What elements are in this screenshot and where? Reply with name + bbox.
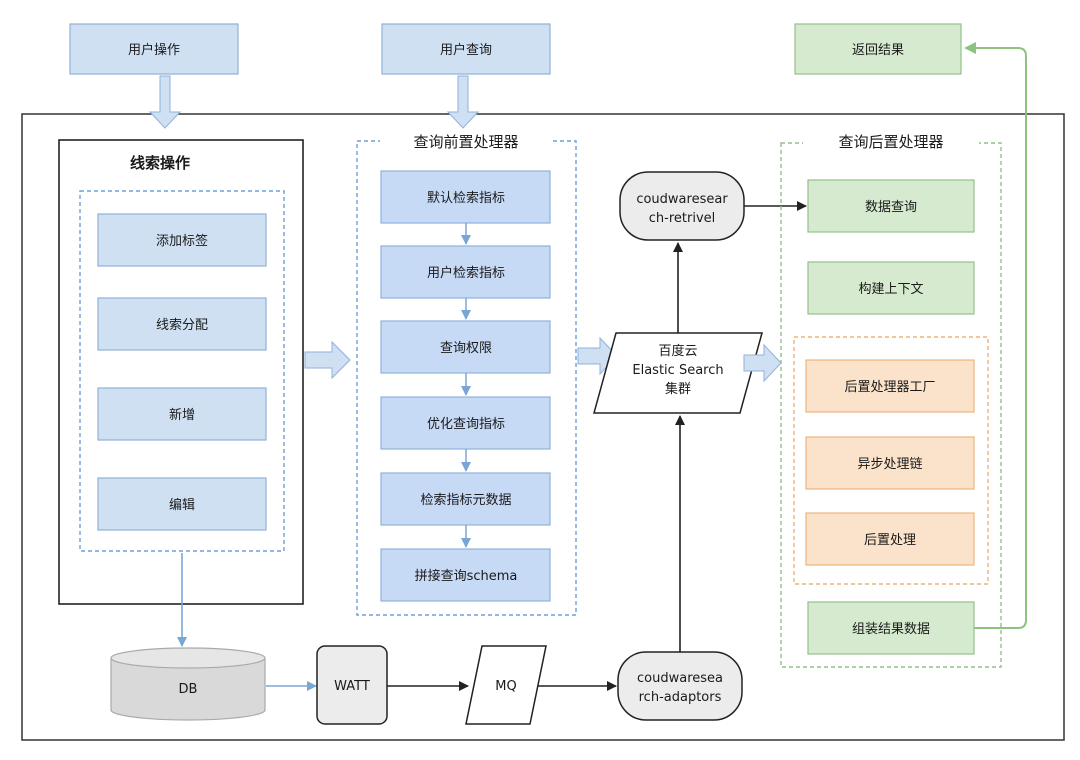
mq-queue: MQ xyxy=(465,645,547,725)
post-item-context: 构建上下文 xyxy=(807,261,975,315)
svg-text:ch-retrivel: ch-retrivel xyxy=(649,211,716,226)
svg-text:异步处理链: 异步处理链 xyxy=(857,457,922,472)
svg-text:拼接查询schema: 拼接查询schema xyxy=(415,568,518,584)
pre-item-user-metrics: 用户检索指标 xyxy=(380,245,551,299)
post-item-assemble: 组装结果数据 xyxy=(807,601,975,655)
flow-arrows xyxy=(386,201,807,691)
post-inner-factory: 后置处理器工厂 xyxy=(805,359,975,413)
svg-text:添加标签: 添加标签 xyxy=(156,233,208,249)
post-processor-group xyxy=(780,142,1002,668)
svg-text:DB: DB xyxy=(179,682,198,697)
user-ops-box: 用户操作 xyxy=(69,23,239,75)
down-arrow-icon xyxy=(148,75,182,129)
svg-text:后置处理器工厂: 后置处理器工厂 xyxy=(844,380,935,395)
db-cylinder: DB xyxy=(110,647,266,721)
svg-text:编辑: 编辑 xyxy=(169,498,195,513)
pre-item-default-metrics: 默认检索指标 xyxy=(380,170,551,224)
svg-text:用户检索指标: 用户检索指标 xyxy=(427,265,505,281)
post-item-data-query: 数据查询 xyxy=(807,179,975,233)
pre-item-permission: 查询权限 xyxy=(380,320,551,374)
svg-text:检索指标元数据: 检索指标元数据 xyxy=(420,493,511,508)
return-arrow xyxy=(964,42,1027,629)
clue-item-assign: 线索分配 xyxy=(97,297,267,351)
adaptors-node: coudwaresea rch-adaptors xyxy=(617,651,743,721)
pre-processor-group xyxy=(356,140,577,616)
post-inner-async-chain: 异步处理链 xyxy=(805,436,975,490)
right-arrow-icon xyxy=(304,340,351,380)
svg-text:数据查询: 数据查询 xyxy=(865,200,917,215)
svg-text:线索分配: 线索分配 xyxy=(156,318,208,333)
clue-item-add-tag: 添加标签 xyxy=(97,213,267,267)
svg-text:默认检索指标: 默认检索指标 xyxy=(427,190,505,206)
clue-panel xyxy=(58,139,304,605)
pre-item-schema: 拼接查询schema xyxy=(380,548,551,602)
watt-node: WATT xyxy=(316,645,388,725)
svg-text:集群: 集群 xyxy=(665,381,691,397)
svg-text:Elastic Search: Elastic Search xyxy=(632,363,723,378)
user-query-label: 用户查询 xyxy=(440,42,492,58)
svg-text:组装结果数据: 组装结果数据 xyxy=(852,622,930,637)
clue-dashed-group xyxy=(79,190,285,552)
clue-panel-title: 线索操作 xyxy=(130,154,190,172)
post-inner-postprocess: 后置处理 xyxy=(805,512,975,566)
system-frame xyxy=(21,113,1065,741)
return-result-label: 返回结果 xyxy=(852,43,904,58)
svg-text:百度云: 百度云 xyxy=(658,343,697,359)
pre-item-metadata: 检索指标元数据 xyxy=(380,472,551,526)
svg-text:优化查询指标: 优化查询指标 xyxy=(427,417,505,432)
clue-item-edit: 编辑 xyxy=(97,477,267,531)
svg-text:构建上下文: 构建上下文 xyxy=(858,282,923,297)
db-arrows xyxy=(177,553,317,691)
svg-text:MQ: MQ xyxy=(495,679,516,694)
down-arrow-icon xyxy=(446,75,480,129)
svg-text:WATT: WATT xyxy=(334,679,370,694)
elastic-search-cluster: 百度云 Elastic Search 集群 xyxy=(593,332,763,414)
svg-text:coudwaresea: coudwaresea xyxy=(637,671,723,686)
svg-text:查询权限: 查询权限 xyxy=(440,340,492,356)
svg-text:新增: 新增 xyxy=(169,407,195,423)
pre-item-optimize: 优化查询指标 xyxy=(380,396,551,450)
post-inner-group xyxy=(793,336,989,585)
right-arrow-icon xyxy=(743,343,782,383)
svg-text:后置处理: 后置处理 xyxy=(864,533,916,548)
return-result-box: 返回结果 xyxy=(794,23,962,75)
pre-processor-title: 查询前置处理器 xyxy=(413,133,518,151)
clue-item-new: 新增 xyxy=(97,387,267,441)
svg-text:coudwaresear: coudwaresear xyxy=(636,192,728,207)
retrivel-node: coudwaresear ch-retrivel xyxy=(619,171,745,241)
svg-text:rch-adaptors: rch-adaptors xyxy=(639,690,722,705)
user-query-box: 用户查询 xyxy=(381,23,551,75)
user-ops-label: 用户操作 xyxy=(128,42,180,58)
post-processor-title: 查询后置处理器 xyxy=(838,133,943,151)
